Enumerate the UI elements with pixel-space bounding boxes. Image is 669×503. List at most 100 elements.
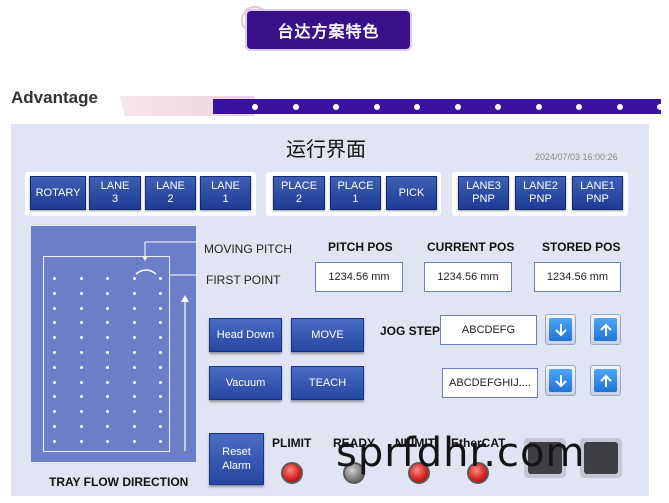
- tray-pocket: [79, 306, 83, 310]
- tray-pocket: [79, 351, 83, 354]
- tray-pocket: [159, 410, 162, 414]
- jog-step-input-2[interactable]: ABCDEFGHIJ....: [442, 368, 538, 398]
- tray-pocket: [132, 410, 136, 414]
- tray-pocket: [132, 439, 136, 443]
- tray-pocket: [106, 380, 109, 384]
- bar-dot: [292, 104, 299, 110]
- tray-pocket: [159, 395, 162, 399]
- ready-label: READY: [333, 436, 376, 450]
- jog-step-input-1[interactable]: ABCDEFG: [440, 315, 537, 345]
- tray-outline: [43, 256, 170, 452]
- head-down-button[interactable]: Head Down: [209, 318, 282, 352]
- reset-alarm-button[interactable]: Reset Alarm: [209, 433, 264, 485]
- tray-pocket: [53, 439, 56, 443]
- jog2-up-button[interactable]: [590, 365, 621, 396]
- tray-pocket: [106, 395, 109, 399]
- section-label: Advantage: [11, 88, 98, 107]
- tray-pocket: [106, 277, 109, 280]
- moving-pitch-arc: [135, 269, 157, 275]
- tray-pocket: [106, 306, 109, 310]
- place2-button[interactable]: PLACE 2: [273, 176, 325, 210]
- tray-pocket: [132, 306, 136, 310]
- jog2-down-button[interactable]: [545, 365, 576, 396]
- nlimit-label: NLIMIT: [395, 436, 435, 450]
- plimit-status-lamp: [281, 462, 303, 484]
- bar-dot: [576, 104, 582, 110]
- tray-pocket: [53, 336, 56, 340]
- jog1-up-button[interactable]: [590, 314, 621, 345]
- tray-pocket: [79, 395, 83, 399]
- teach-button[interactable]: TEACH: [291, 366, 364, 400]
- tray-flow-direction-label: TRAY FLOW DIRECTION: [49, 475, 189, 489]
- tray-pocket: [53, 380, 56, 384]
- place1-button[interactable]: PLACE 1: [330, 176, 381, 210]
- tray-pocket: [159, 306, 162, 310]
- jog-step-label: JOG STEP: [380, 324, 441, 338]
- tray-pocket: [132, 351, 136, 354]
- current-pos-label: CURRENT POS: [427, 240, 515, 254]
- vacuum-button[interactable]: Vacuum: [209, 366, 282, 400]
- tray-pocket: [106, 365, 109, 369]
- tray-pocket: [106, 291, 109, 295]
- rotary-button[interactable]: ROTARY: [30, 176, 86, 210]
- tray-pocket: [106, 439, 109, 443]
- tray-pocket: [159, 380, 162, 384]
- pitch-pos-value: 1234.56 mm: [315, 262, 403, 292]
- ready-status-lamp: [343, 462, 365, 484]
- bar-dot: [333, 104, 339, 110]
- tray-pocket: [79, 336, 83, 340]
- lane2-pnp-button[interactable]: LANE2 PNP: [515, 176, 566, 210]
- jog1-down-button[interactable]: [545, 314, 576, 345]
- tray-pocket: [132, 321, 136, 325]
- lane2-button[interactable]: LANE 2: [145, 176, 196, 210]
- lane1-button[interactable]: LANE 1: [200, 176, 251, 210]
- current-pos-value: 1234.56 mm: [424, 262, 512, 292]
- tray-pocket: [159, 351, 162, 354]
- tray-pocket: [132, 291, 136, 295]
- moving-pitch-label: MOVING PITCH: [204, 242, 293, 256]
- pitch-pos-label: PITCH POS: [328, 240, 393, 254]
- tray-pocket: [132, 365, 136, 369]
- arrow-right-icon: [584, 442, 618, 474]
- section-tab: [0, 78, 125, 116]
- tray-pocket: [79, 380, 83, 384]
- watermark-text: sprfdhr.com: [336, 430, 586, 476]
- arrow-up-icon: [594, 369, 617, 392]
- bar-dot: [535, 104, 542, 110]
- bar-dot: [454, 104, 461, 110]
- tray-pocket: [159, 291, 162, 295]
- tray-pocket: [53, 277, 56, 280]
- pick-button[interactable]: PICK: [386, 176, 437, 210]
- next-page-button[interactable]: [580, 438, 622, 478]
- tray-pocket: [159, 277, 162, 280]
- tray-pocket: [79, 277, 83, 280]
- tray-pocket: [79, 321, 83, 325]
- arrow-left-icon: [528, 442, 562, 474]
- lane3-pnp-button[interactable]: LANE3 PNP: [458, 176, 509, 210]
- datetime-display: 2024/07/03 16:00:26: [535, 152, 618, 162]
- lane3-button[interactable]: LANE 3: [89, 176, 141, 210]
- tray-pocket: [106, 321, 109, 325]
- section-bar: [213, 99, 661, 114]
- tray-pocket: [159, 321, 162, 325]
- tray-pocket: [53, 410, 56, 414]
- tray-pocket: [132, 425, 136, 428]
- arrow-up-icon: [594, 318, 617, 341]
- bar-dot: [495, 104, 501, 110]
- move-button[interactable]: MOVE: [291, 318, 364, 352]
- tray-pocket: [106, 410, 109, 414]
- tray-pocket: [53, 321, 56, 325]
- tray-diagram: [31, 226, 196, 462]
- tray-pocket: [79, 410, 83, 414]
- arrow-down-icon: [549, 318, 572, 341]
- nlimit-status-lamp: [408, 462, 430, 484]
- tray-pocket: [106, 351, 109, 354]
- tray-pocket: [106, 425, 109, 428]
- previous-page-button[interactable]: [524, 438, 566, 478]
- stored-pos-value: 1234.56 mm: [534, 262, 621, 292]
- bar-dot: [252, 104, 258, 110]
- stored-pos-label: STORED POS: [542, 240, 621, 254]
- tray-pocket: [106, 336, 109, 340]
- tray-pocket: [53, 425, 56, 428]
- lane1-pnp-button[interactable]: LANE1 PNP: [572, 176, 623, 210]
